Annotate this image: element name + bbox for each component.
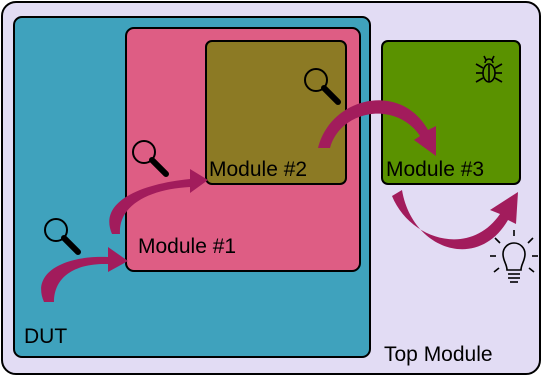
arrow-module3-to-lightbulb xyxy=(392,190,518,250)
lightbulb-icon xyxy=(490,230,538,283)
dut-label: DUT xyxy=(24,325,68,348)
flow-arrows xyxy=(41,100,518,302)
bug-icon xyxy=(475,55,503,83)
module3-label: Module #3 xyxy=(386,158,485,181)
arrow-module1-to-module2 xyxy=(109,169,208,234)
top-module-label: Top Module xyxy=(384,343,493,366)
module1-label: Module #1 xyxy=(138,235,237,258)
arrow-module2-to-module3 xyxy=(318,100,436,156)
arrow-dut-to-module1 xyxy=(41,247,129,302)
module2-label: Module #2 xyxy=(209,158,308,181)
